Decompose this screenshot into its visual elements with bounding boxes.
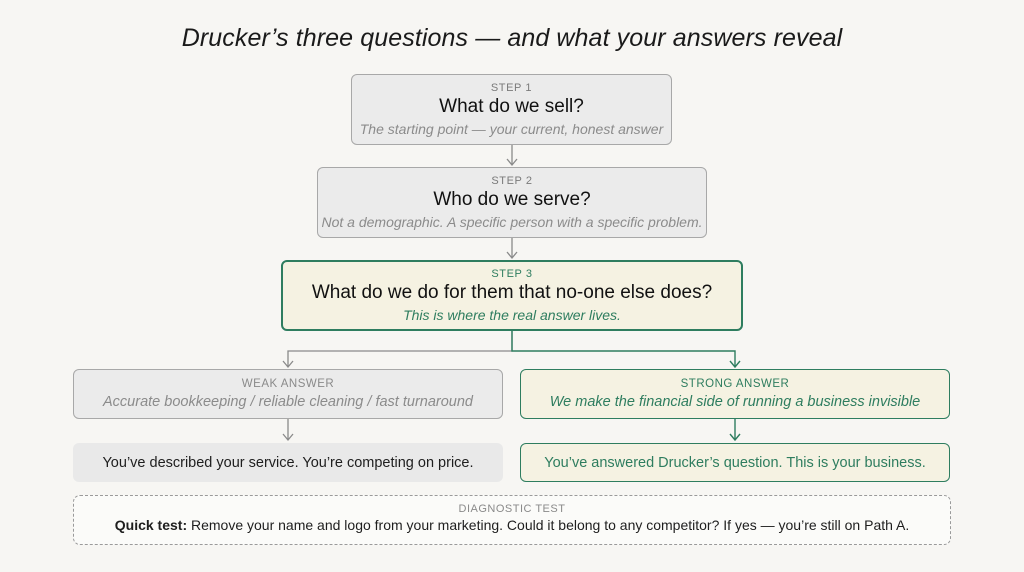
diagnostic-text: Remove your name and logo from your mark… [187, 517, 910, 533]
step-1-question: What do we sell? [439, 96, 584, 117]
weak-answer-text: Accurate bookkeeping / reliable cleaning… [103, 394, 473, 410]
step-3-box: STEP 3 What do we do for them that no-on… [281, 260, 743, 331]
strong-answer-text: We make the financial side of running a … [549, 394, 921, 410]
step-2-box: STEP 2 Who do we serve? Not a demographi… [317, 167, 707, 238]
step-2-question: Who do we serve? [433, 189, 591, 210]
step-1-box: STEP 1 What do we sell? The starting poi… [351, 74, 672, 145]
step-1-note: The starting point — your current, hones… [359, 121, 664, 137]
arrowhead-strong [729, 360, 741, 369]
strong-answer-label: STRONG ANSWER [680, 378, 790, 390]
arrowhead-weak [282, 360, 294, 369]
step-2-note: Not a demographic. A specific person wit… [321, 214, 703, 230]
connector-step3-strong [511, 331, 736, 366]
diagnostic-lead: Quick test: [114, 517, 188, 533]
diagnostic-body: Quick test: Remove your name and logo fr… [74, 517, 950, 533]
diagnostic-label: DIAGNOSTIC TEST [458, 503, 566, 515]
arrowhead-strong-result [729, 433, 741, 442]
strong-result-box: You’ve answered Drucker’s question. This… [520, 443, 950, 482]
weak-result-box: You’ve described your service. You’re co… [73, 443, 503, 482]
step-3-label: STEP 3 [491, 268, 533, 280]
step-3-note: This is where the real answer lives. [403, 307, 621, 323]
step-3-question: What do we do for them that no-one else … [311, 282, 713, 303]
arrowhead-step2 [506, 158, 518, 167]
step-2-label: STEP 2 [491, 175, 533, 187]
arrowhead-step3 [506, 251, 518, 260]
strong-result-text: You’ve answered Drucker’s question. This… [544, 454, 926, 471]
weak-answer-box: WEAK ANSWER Accurate bookkeeping / relia… [73, 369, 503, 419]
arrowhead-weak-result [282, 433, 294, 442]
weak-result-text: You’ve described your service. You’re co… [102, 454, 474, 471]
diagnostic-test-box: DIAGNOSTIC TEST Quick test: Remove your … [73, 495, 951, 545]
connector-step3-weak [287, 331, 513, 366]
strong-answer-box: STRONG ANSWER We make the financial side… [520, 369, 950, 419]
weak-answer-label: WEAK ANSWER [241, 378, 335, 390]
diagram-title: Drucker’s three questions — and what you… [181, 24, 843, 52]
step-1-label: STEP 1 [490, 82, 533, 94]
